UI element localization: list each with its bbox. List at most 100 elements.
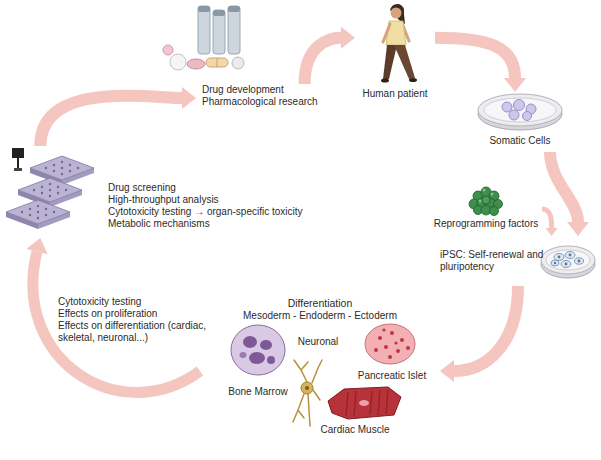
cardiac-muscle-cell <box>354 391 356 416</box>
screening-item: High-throughput analysis <box>108 194 219 206</box>
microplate-stack <box>53 164 55 166</box>
somatic-cell-dish <box>509 110 519 120</box>
microplate-stack <box>45 208 47 210</box>
pancreatic-islet-cell <box>374 348 378 352</box>
cardiac-muscle-cell <box>370 391 372 415</box>
somatic-cell-dish <box>478 94 562 126</box>
patient-figure <box>383 45 397 79</box>
bone-marrow-cell <box>249 352 265 364</box>
drug-vials-pills <box>187 59 205 69</box>
stage-node: Somatic Cells <box>470 92 570 152</box>
arrow-head <box>504 78 526 92</box>
microplate-stack <box>29 208 31 210</box>
somatic-cell-dish <box>523 112 532 121</box>
cycle-arrow <box>40 87 196 146</box>
microplate-stack <box>53 170 55 172</box>
microplate-stack <box>65 189 67 191</box>
cycle-arrow <box>550 152 589 236</box>
patient-figure <box>383 24 390 42</box>
pancreatic-islet-cell <box>390 331 394 335</box>
oval-fill <box>200 284 440 458</box>
pancreatic-islet-cell <box>378 336 382 340</box>
bone-marrow-cell <box>231 325 285 375</box>
microplate-stack <box>69 170 71 172</box>
arrow-band <box>454 286 518 371</box>
reprogramming-factor-cluster <box>483 189 486 192</box>
pancreatic-islet-cell <box>400 338 404 342</box>
patient-figure <box>381 79 389 83</box>
cell-type-node: Bone Marrow <box>222 384 294 400</box>
bone-marrow-cell <box>231 325 285 375</box>
microplate-stack <box>14 168 22 171</box>
ipsc-dish <box>565 263 568 266</box>
microplate-stack <box>49 183 51 185</box>
bone-marrow-cell <box>267 356 275 364</box>
effects-note: Effects on proliferation <box>58 308 208 320</box>
microplate-stack <box>77 167 79 169</box>
arrow-head <box>567 222 589 236</box>
microplate-stack <box>37 205 39 207</box>
screening-node: Drug screeningHigh-throughput analysisCy… <box>4 146 334 238</box>
arrow-head <box>182 87 196 109</box>
cell-type-label: Pancreatic Islet <box>358 370 426 382</box>
cardiac-muscle-cell <box>328 387 401 419</box>
effects-note: Effects on differentiation (cardiac, ske… <box>58 320 208 344</box>
neuron-cell <box>305 386 309 390</box>
cell-type-node: Cardiac Muscle <box>315 422 395 438</box>
somatic-cell-dish <box>502 102 512 112</box>
arrow-head <box>546 228 558 236</box>
drug-vials-pills <box>163 6 244 70</box>
cardiac-muscle-cell <box>346 392 348 416</box>
cycle-arrow <box>542 209 558 236</box>
stage-label: Somatic Cells <box>489 135 550 147</box>
stage-label: Pharmacological research <box>202 96 318 108</box>
cycle-arrow <box>305 27 355 84</box>
arrow-band <box>305 38 341 84</box>
ipsc-dish <box>569 254 572 257</box>
pancreatic-islet-cell <box>365 324 415 364</box>
effects-note-group: Cytotoxicity testingEffects on prolifera… <box>58 296 208 344</box>
screening-item: Drug screening <box>108 182 176 194</box>
cell-type-node: Neuronal <box>290 334 346 350</box>
microplate-stack <box>45 214 47 216</box>
reprogramming-factor-cluster <box>490 207 499 216</box>
reprogramming-factor-cluster <box>469 187 503 216</box>
drug-vials-pills <box>232 57 244 69</box>
drug-vials-pills <box>206 58 228 67</box>
stage-node: Drug developmentPharmacological research <box>196 84 330 112</box>
microplate-stack <box>6 148 94 229</box>
somatic-cell-dish <box>514 100 525 111</box>
arrow-head <box>26 238 47 254</box>
bone-marrow-cell <box>243 336 257 348</box>
cycle-arrow <box>435 38 526 92</box>
microplate-stack <box>21 211 23 213</box>
microplate-stack <box>37 211 39 213</box>
pancreatic-islet-cell <box>384 345 388 349</box>
cardiac-muscle-cell <box>328 387 401 419</box>
microplate-stack <box>6 200 70 229</box>
ipsc-dish <box>541 246 595 278</box>
microplate-stack <box>69 164 71 166</box>
screening-item: Cytotoxicity testing → organ-specific to… <box>108 206 303 218</box>
stage-node: Human patient <box>355 2 435 104</box>
microplate-stack <box>57 192 59 194</box>
cell-type-node: Pancreatic Islet <box>350 368 434 384</box>
somatic-cell-dish <box>484 98 556 122</box>
patient-figure <box>409 78 417 82</box>
stage-label: Human patient <box>362 88 427 100</box>
microplate-stack <box>30 156 94 185</box>
microplate-stack <box>6 200 70 224</box>
stage-node: Reprogramming factors <box>430 186 542 232</box>
microplate-stack <box>33 189 35 191</box>
drug-vials-pills <box>170 54 186 70</box>
ipsc-dish <box>558 256 561 259</box>
oval-heading: Differentiation <box>288 297 353 310</box>
cardiac-muscle-cell <box>359 400 369 406</box>
microplate-stack <box>57 186 59 188</box>
pancreatic-islet-cell <box>396 349 400 353</box>
stage-node: iPSC: Self-renewal and pluripotency <box>438 236 598 286</box>
ipsc-dish <box>551 260 559 266</box>
